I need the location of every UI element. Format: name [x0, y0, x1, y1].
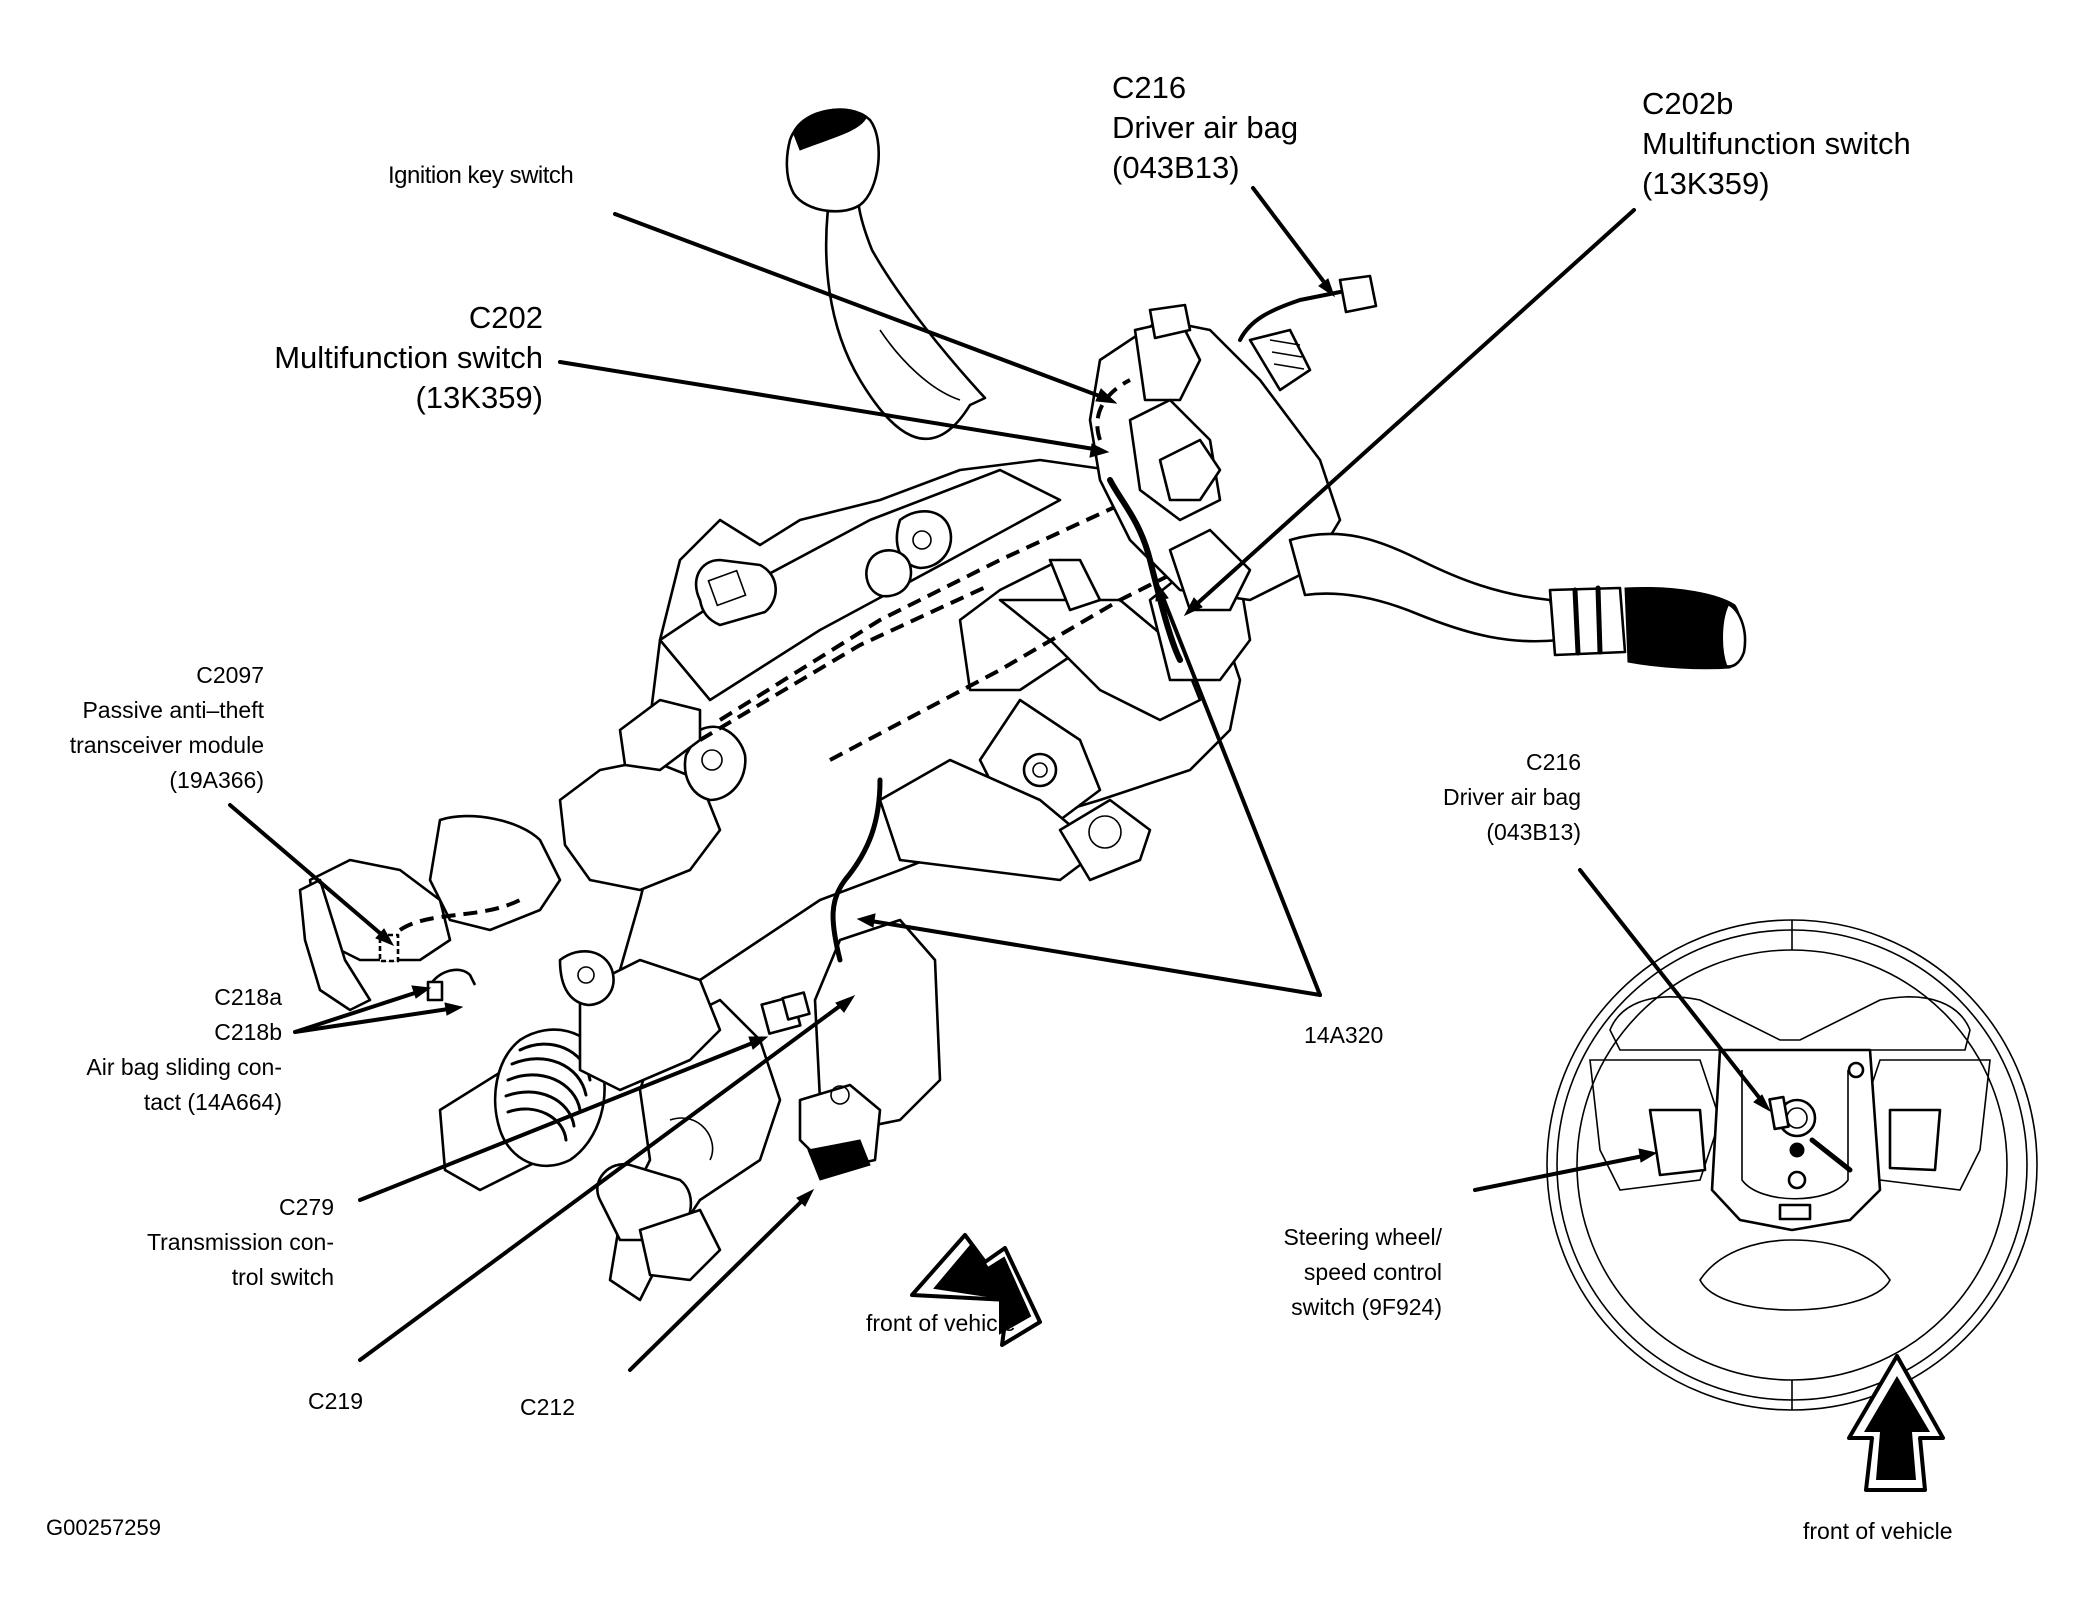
callout-lines	[228, 186, 1772, 1372]
arrowhead-steering-wheel-switch	[1638, 1148, 1658, 1163]
arrowhead-c279	[748, 1036, 769, 1050]
lower-connectors	[760, 777, 942, 1181]
leader-c216-wheel	[1578, 868, 1767, 1107]
arrowhead-c212	[796, 1188, 815, 1207]
shift-lever	[785, 108, 987, 441]
leader-c216-top	[1251, 186, 1332, 292]
label-c279-transmission-control-switch: C279 Transmission con- trol switch	[146, 1194, 334, 1290]
figure-id: G00257259	[46, 1515, 161, 1540]
ignition-lock-cylinder	[438, 950, 722, 1192]
label-c216-driver-air-bag-top: C216 Driver air bag (043B13)	[1112, 70, 1299, 185]
arrowhead-c218a	[411, 985, 432, 999]
label-c2097-pats-module: C2097 Passive anti–theft transceiver mod…	[69, 662, 264, 793]
leader-c202	[558, 360, 1102, 452]
leader-c279	[358, 1038, 762, 1202]
label-c219: C219	[308, 1388, 363, 1414]
label-14a320-wiring-harness: 14A320	[1304, 1022, 1384, 1048]
arrowhead-c219	[835, 994, 856, 1013]
label-front-of-vehicle-wheel: front of vehicle	[1803, 1518, 1953, 1544]
leader-c2097	[228, 803, 390, 942]
label-c216-driver-air-bag-wheel: C216 Driver air bag (043B13)	[1442, 749, 1581, 845]
arrowhead-c2097	[375, 928, 395, 947]
arrowhead-c202b	[1183, 597, 1203, 617]
leader-c212	[628, 1193, 810, 1372]
arrowhead-c202	[1089, 443, 1110, 458]
leader-c218a	[293, 988, 426, 1034]
label-c212: C212	[520, 1394, 575, 1420]
arrowhead-14a320-b	[1155, 581, 1169, 602]
arrowhead-c218b	[444, 1002, 464, 1016]
label-c202-multifunction-switch: C202 Multifunction switch (13K359)	[274, 300, 543, 415]
arrowhead-14a320-a	[856, 913, 876, 928]
label-ignition-key-switch: Ignition key switch	[388, 162, 574, 189]
label-steering-wheel-speed-control-switch: Steering wheel/ speed control switch (9F…	[1283, 1224, 1442, 1320]
leader-c218b	[293, 1006, 457, 1034]
arrow-up-icon	[1847, 1354, 1945, 1492]
leader-c219	[358, 998, 850, 1362]
label-c218-air-bag-sliding-contact: C218a C218b Air bag sliding con- tact (1…	[86, 984, 282, 1115]
leader-14a320-a	[863, 918, 1322, 997]
multifunction-switch-stalk	[1288, 532, 1747, 670]
pats-transceiver-module	[298, 814, 562, 1012]
arrowhead-c216-top	[1318, 278, 1335, 298]
leader-ignition-key-switch	[613, 212, 1112, 402]
steering-column-body	[558, 458, 1252, 1002]
arrowhead-ignition	[1095, 388, 1118, 404]
label-c202b-multifunction-switch: C202b Multifunction switch (13K359)	[1642, 86, 1911, 201]
leader-steering-wheel-switch	[1473, 1153, 1650, 1192]
leader-14a320-b	[1158, 588, 1322, 997]
label-front-of-vehicle-column: front of vehicle	[866, 1310, 1016, 1336]
arrowhead-c216-wheel	[1753, 1094, 1772, 1113]
steering-wheel	[1546, 919, 2038, 1411]
leader-c202b	[1188, 208, 1636, 612]
arrow-down-left-icon	[910, 1233, 1042, 1347]
